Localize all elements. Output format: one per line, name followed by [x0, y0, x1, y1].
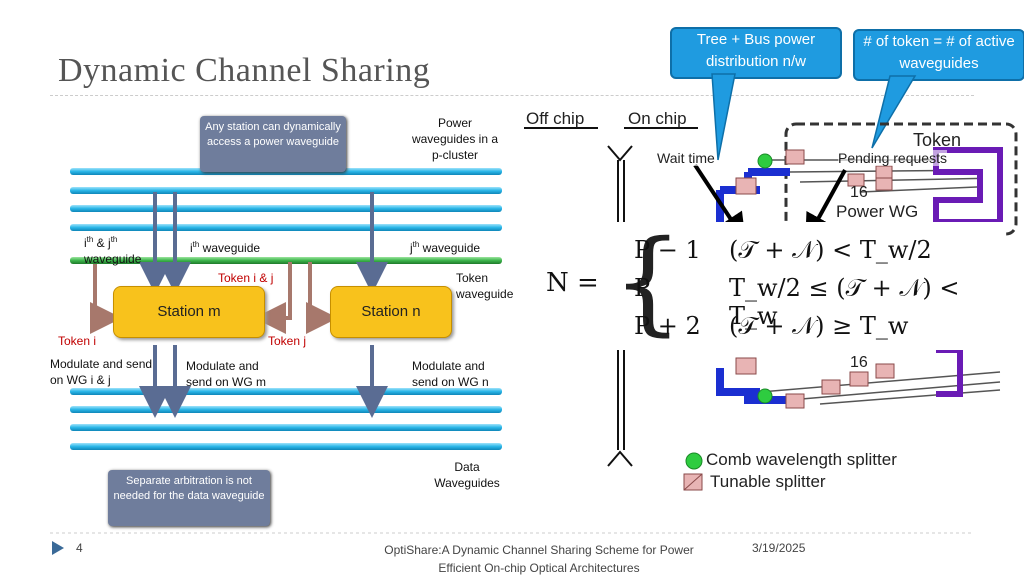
play-icon — [52, 541, 64, 555]
label-jth-waveguide: jth waveguide — [410, 240, 481, 255]
comb-splitter-swatch — [685, 452, 703, 470]
label-pending-requests: Pending requests — [838, 150, 947, 166]
formula-box: N = { P − 1 (𝒯 + 𝒩) < T_w/2 P T_w/2 ≤ (𝒯… — [524, 222, 1004, 350]
label-token: Token — [913, 130, 962, 150]
label-modulate-m: Modulate and send on WG m — [186, 359, 267, 389]
label-token-i: Token i — [58, 334, 97, 348]
page-number: 4 — [76, 541, 83, 555]
label-data-waveguides: Data Waveguides — [434, 460, 500, 490]
station-m: Station m — [113, 286, 265, 338]
slide-date: 3/19/2025 — [752, 541, 806, 555]
power-waveguide — [70, 205, 502, 212]
label-token-j: Token j — [268, 334, 307, 348]
label-power-waveguides: Power waveguides in a p-cluster — [411, 116, 499, 162]
banner-any-station: Any station can dynamically access a pow… — [200, 116, 346, 172]
power-waveguide — [70, 224, 502, 231]
title-divider — [50, 95, 974, 96]
token-arrow-ij — [254, 262, 292, 334]
label-wait-time: Wait time — [657, 150, 715, 166]
formula-row-1-value: P − 1 — [634, 236, 701, 264]
data-waveguide — [70, 424, 502, 431]
data-waveguide — [70, 443, 502, 450]
formula-row-3-value: P + 2 — [634, 312, 701, 340]
token-arrow-i — [90, 264, 122, 334]
tunable-splitter-swatch — [683, 473, 703, 491]
formula-lhs: N = — [546, 268, 599, 298]
callout-token-count: # of token = # of active waveguides — [853, 29, 1024, 81]
legend-tunable-splitter: Tunable splitter — [710, 472, 826, 491]
slide-title: Dynamic Channel Sharing — [58, 52, 431, 89]
token-arrow-j — [306, 262, 338, 334]
label-16-bottom: 16 — [850, 354, 868, 371]
label-power-wg: Power WG — [836, 202, 919, 221]
callout-tree-bus: Tree + Bus power distribution n/w — [670, 27, 842, 79]
label-token-waveguide: Token waveguide — [456, 271, 514, 301]
label-16-top: 16 — [850, 184, 868, 201]
data-waveguide — [70, 406, 502, 413]
label-token-ij: Token i & j — [218, 271, 274, 285]
label-on-chip: On chip — [628, 109, 687, 128]
power-waveguide — [70, 187, 502, 194]
station-n: Station n — [330, 286, 452, 338]
label-modulate-n: Modulate and send on WG n — [412, 359, 489, 389]
formula-brace: { — [612, 217, 684, 347]
label-ith-waveguide: ith waveguide — [190, 240, 261, 255]
callout-tail-token — [871, 75, 917, 149]
legend-comb-splitter: Comb wavelength splitter — [706, 450, 897, 469]
formula-row-3-condition: (𝒯 + 𝒩) ≥ T_w — [729, 312, 909, 340]
formula-row-1-condition: (𝒯 + 𝒩) < T_w/2 — [729, 236, 932, 264]
formula-row-2-condition: T_w/2 ≤ (𝒯 + 𝒩) < T_w — [729, 274, 960, 330]
label-modulate-ij: Modulate and send on WG i & j — [50, 357, 153, 387]
footer-text: OptiShare:A Dynamic Channel Sharing Sche… — [384, 543, 694, 575]
label-off-chip: Off chip — [526, 109, 585, 128]
callout-tail-tree — [711, 73, 736, 161]
banner-separate-arbitration: Separate arbitration is not needed for t… — [108, 470, 270, 526]
formula-row-2-value: P — [634, 274, 651, 302]
